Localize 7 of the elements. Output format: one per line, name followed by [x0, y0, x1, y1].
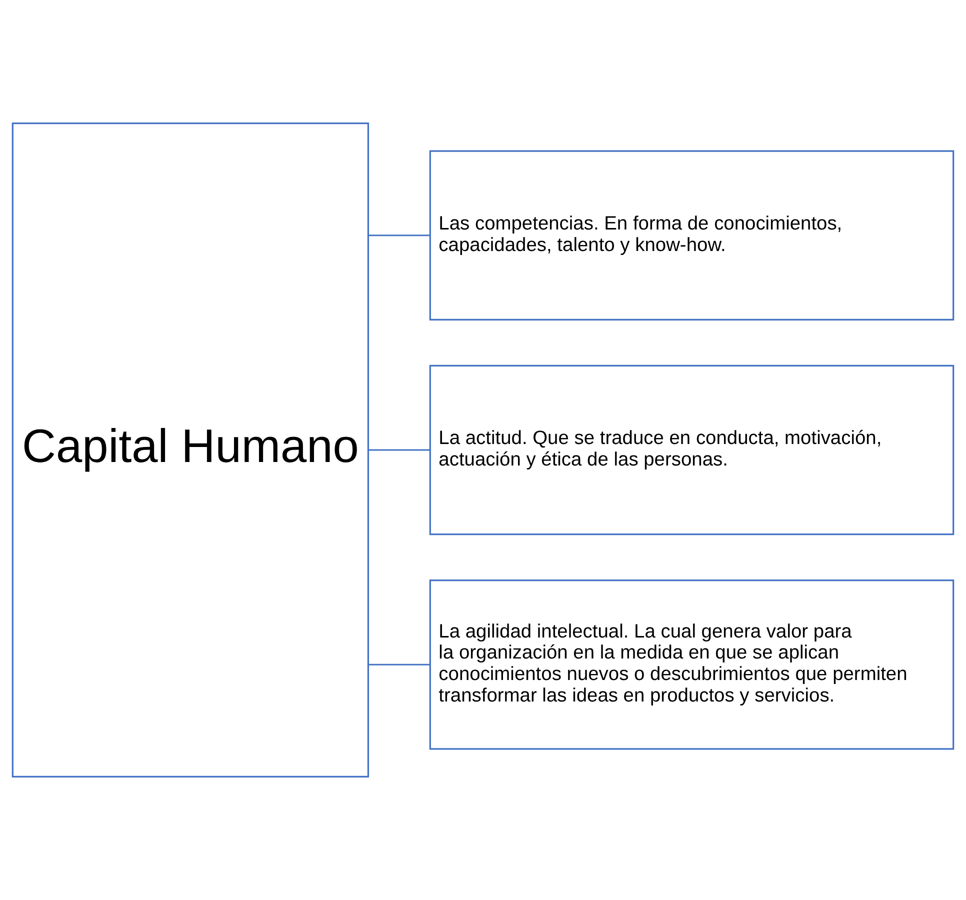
- connector: [368, 664, 430, 666]
- node-box: Capital Humano: [12, 122, 370, 778]
- node-box: La actitud. Que se traduce en conducta, motivación, actuación y ética de las personas.: [429, 364, 954, 536]
- node-box: La agilidad intelectual. La cual genera valor para la organización en la medida en que se aplican conocimientos nuevos o descubrimientos que permiten transformar las ideas en productos y servicios.: [429, 579, 954, 750]
- connector: [368, 234, 430, 236]
- node-box: Las competencias. En forma de conocimientos, capacidades, talento y know-how.: [429, 150, 954, 321]
- connector: [368, 449, 430, 451]
